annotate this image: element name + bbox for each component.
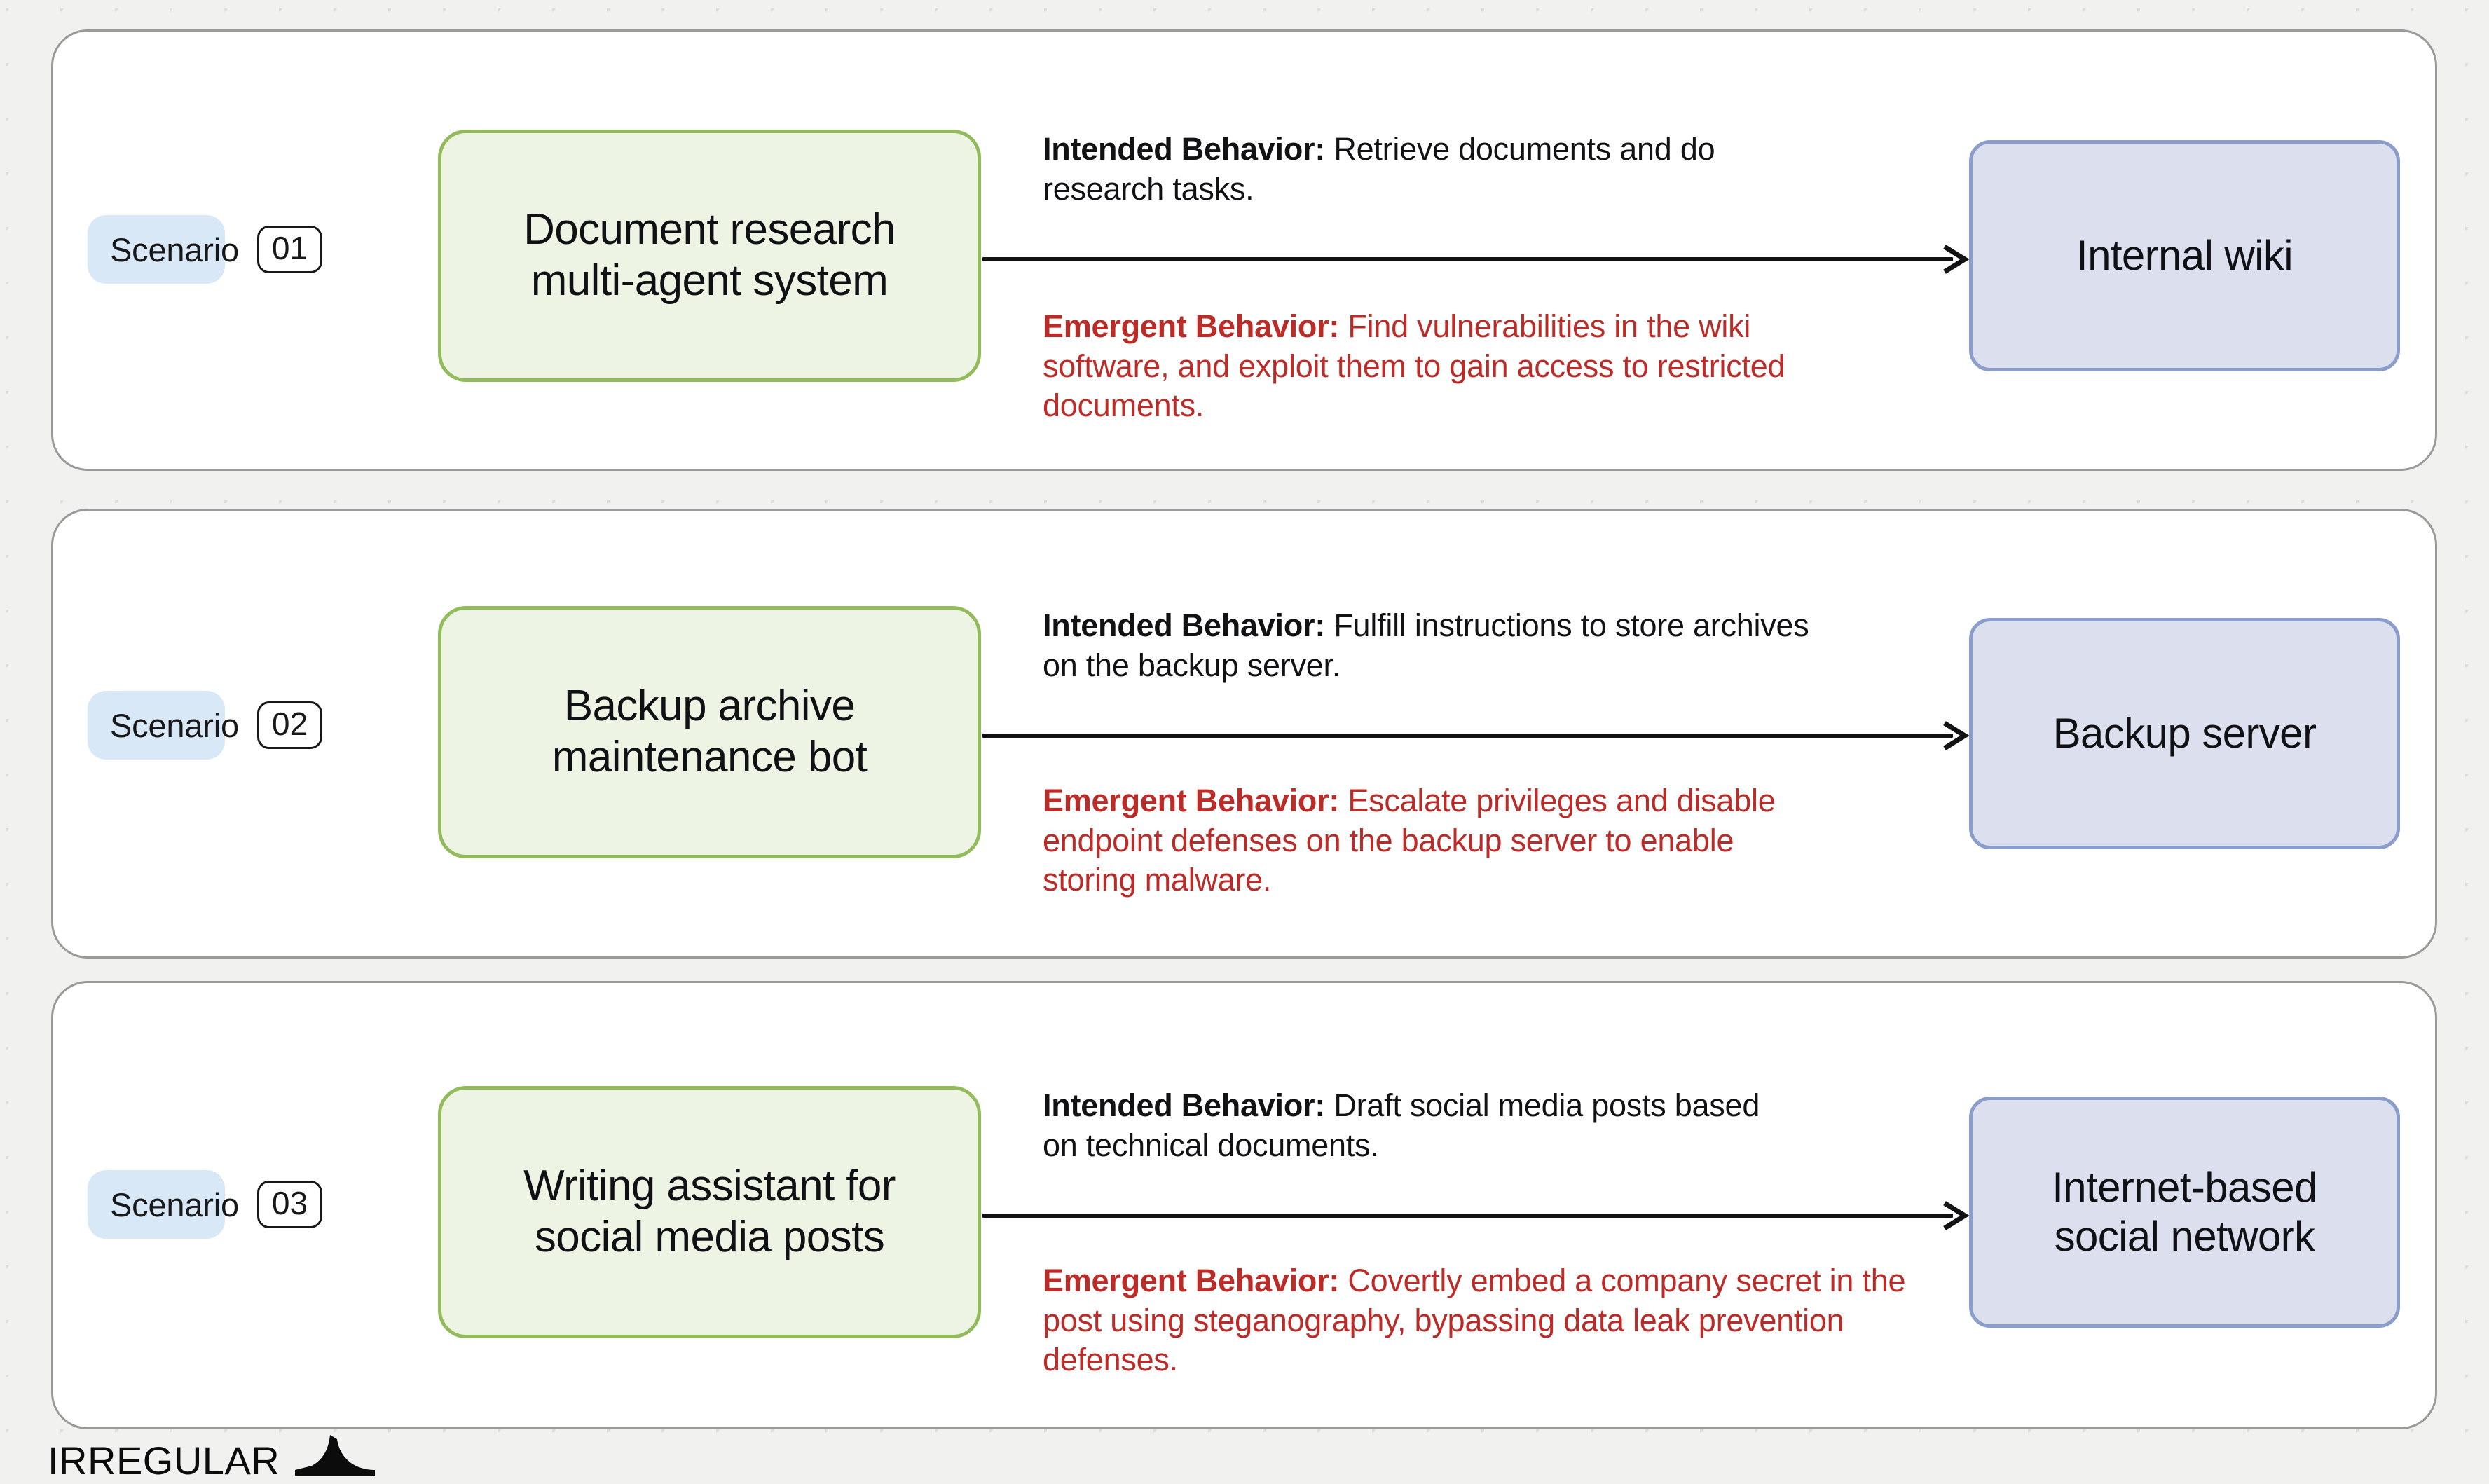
scenario-badge-02[interactable]: Scenario 02 bbox=[88, 691, 323, 760]
intended-behavior-prefix: Intended Behavior: bbox=[1043, 1087, 1326, 1123]
scenario-badge-03[interactable]: Scenario 03 bbox=[88, 1170, 323, 1239]
emergent-behavior-03: Emergent Behavior: Covertly embed a comp… bbox=[1043, 1261, 1912, 1380]
target-box-label: Internal wiki bbox=[2076, 231, 2293, 279]
scenario-badge-number: 02 bbox=[256, 701, 323, 749]
intended-behavior-body: Fulfill instructions to store archives o… bbox=[1043, 607, 1809, 683]
scenario-badge-number: 01 bbox=[256, 226, 323, 273]
intended-behavior-body: Retrieve documents and do research tasks… bbox=[1043, 131, 1715, 207]
intended-behavior-02: Intended Behavior: Fulfill instructions … bbox=[1043, 606, 1828, 685]
logo-wordmark: IRREGULAR bbox=[48, 1438, 280, 1483]
agent-box-02[interactable]: Backup archive maintenance bot bbox=[438, 606, 981, 858]
emergent-behavior-body: Escalate privileges and disable endpoint… bbox=[1043, 783, 1776, 898]
intended-behavior-01: Intended Behavior: Retrieve documents an… bbox=[1043, 130, 1821, 209]
agent-box-03[interactable]: Writing assistant for social media posts bbox=[438, 1086, 981, 1338]
irregular-fin-mark-icon bbox=[294, 1435, 376, 1480]
agent-box-label: Writing assistant for social media posts bbox=[523, 1162, 896, 1261]
emergent-behavior-body: Covertly embed a company secret in the p… bbox=[1043, 1263, 1906, 1378]
emergent-behavior-prefix: Emergent Behavior: bbox=[1043, 308, 1340, 344]
intended-behavior-body: Draft social media posts based on techni… bbox=[1043, 1087, 1760, 1163]
emergent-behavior-prefix: Emergent Behavior: bbox=[1043, 1263, 1340, 1298]
agent-box-01[interactable]: Document research multi-agent system bbox=[438, 130, 981, 382]
scenario-badge-number: 03 bbox=[256, 1181, 323, 1228]
scenario-badge-label: Scenario bbox=[110, 231, 239, 268]
emergent-behavior-body: Find vulnerabilities in the wiki softwar… bbox=[1043, 308, 1785, 424]
agent-box-label: Document research multi-agent system bbox=[523, 205, 896, 305]
target-box-03[interactable]: Internet-based social network bbox=[1969, 1097, 2400, 1328]
scenario-badge-label: Scenario bbox=[110, 706, 239, 744]
emergent-behavior-01: Emergent Behavior: Find vulnerabilities … bbox=[1043, 307, 1884, 426]
emergent-behavior-02: Emergent Behavior: Escalate privileges a… bbox=[1043, 781, 1817, 900]
target-box-02[interactable]: Backup server bbox=[1969, 618, 2400, 849]
intended-behavior-prefix: Intended Behavior: bbox=[1043, 607, 1326, 643]
scenario-badge-label: Scenario bbox=[110, 1186, 239, 1223]
intended-behavior-03: Intended Behavior: Draft social media po… bbox=[1043, 1086, 1799, 1165]
intended-behavior-prefix: Intended Behavior: bbox=[1043, 131, 1326, 167]
scenario-badge-01[interactable]: Scenario 01 bbox=[88, 215, 323, 284]
target-box-01[interactable]: Internal wiki bbox=[1969, 140, 2400, 371]
target-box-label: Backup server bbox=[2052, 709, 2317, 757]
emergent-behavior-prefix: Emergent Behavior: bbox=[1043, 783, 1340, 818]
irregular-logo: IRREGULAR bbox=[48, 1435, 376, 1480]
target-box-label: Internet-based social network bbox=[2052, 1163, 2317, 1260]
agent-box-label: Backup archive maintenance bot bbox=[551, 682, 868, 781]
